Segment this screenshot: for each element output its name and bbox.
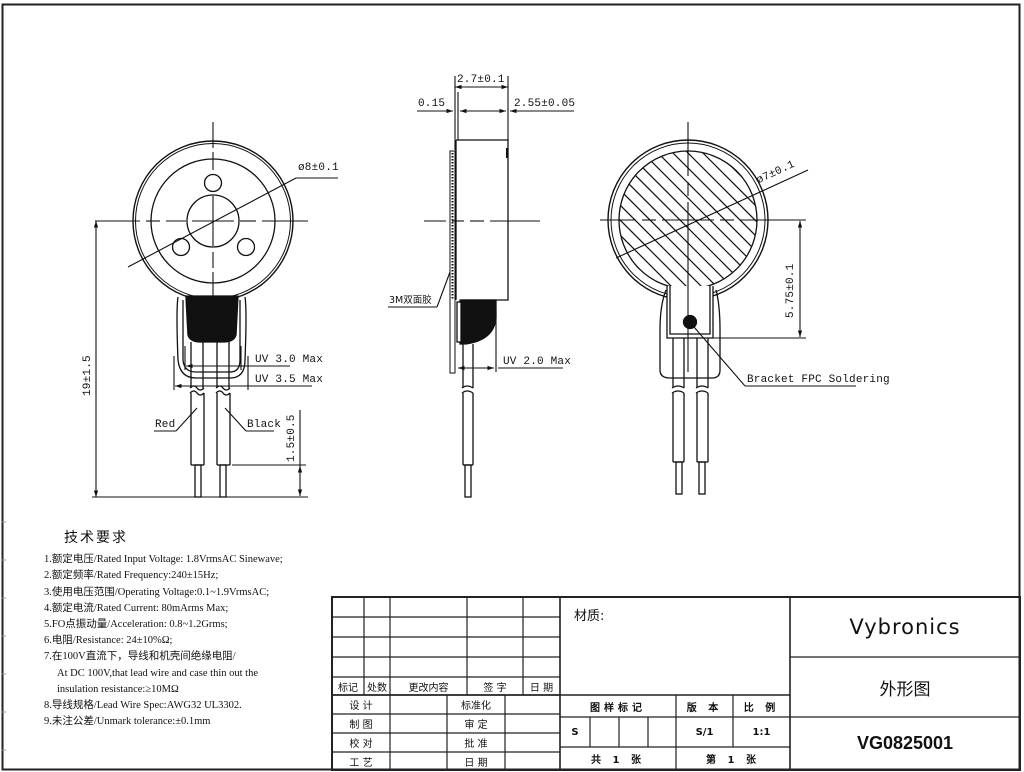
rev-header-mark: 标记 — [338, 682, 358, 694]
sign-label-date: 日 期 — [464, 757, 488, 769]
rev-header-count: 处数 — [367, 682, 387, 694]
sign-label-standardization: 标准化 — [461, 701, 491, 712]
uv-outer-label: UV 3.5 Max — [255, 374, 324, 386]
sign-label-process: 工 艺 — [349, 757, 373, 769]
front-diameter-label: ø8±0.1 — [298, 162, 339, 174]
wire-black-label: Black — [247, 419, 282, 431]
total-sheets: 共 1 张 — [591, 755, 645, 766]
total-thickness-label: 2.7±0.1 — [457, 74, 505, 86]
note-item: 1.额定电压/Rated Input Voltage: 1.8VrmsAC Si… — [44, 554, 283, 566]
part-number: VG0825001 — [856, 733, 954, 753]
drawing-mark-value: S — [571, 726, 579, 738]
rev-header-date: 日 期 — [529, 682, 554, 694]
scale-value: 1:1 — [752, 726, 771, 738]
scale-header: 比 例 — [743, 702, 780, 714]
drawing-mark-header: 图样标记 — [590, 702, 646, 714]
note-item: 5.FO点振动量/Acceleration: 0.8~1.2Grms; — [44, 619, 228, 631]
sign-label-approval: 批 准 — [464, 739, 488, 750]
wire-red-label: Red — [155, 419, 176, 431]
solder-label: Bracket FPC Soldering — [747, 374, 890, 386]
note-item: 6.电阻/Resistance: 24±10%Ω; — [44, 635, 173, 647]
sign-label-design: 设 计 — [349, 701, 373, 712]
uv-side-label: UV 2.0 Max — [503, 356, 572, 368]
offset-label: 5.75±0.1 — [785, 263, 797, 318]
note-item: 8.导线规格/Lead Wire Spec:AWG32 UL3302. — [44, 700, 242, 712]
note-item: 7.在100V直流下，导线和机壳间绝缘电阻/ — [44, 651, 236, 663]
sign-label-review: 审 定 — [464, 720, 488, 731]
title-block-grid — [331, 596, 1021, 771]
note-item: At DC 100V,that lead wire and case thin … — [57, 667, 259, 679]
tape-thickness-label: 0.15 — [418, 98, 446, 110]
note-item: 2.额定频率/Rated Frequency:240±15Hz; — [44, 570, 219, 582]
side-view — [449, 139, 509, 498]
strip-length-label: 1.5±0.5 — [286, 414, 298, 462]
note-item: insulation resistance:≥10MΩ — [57, 683, 179, 695]
rev-header-signature: 签 字 — [483, 682, 507, 694]
back-view — [607, 139, 769, 495]
notes-title: 技术要求 — [64, 530, 128, 546]
note-item: 4.额定电流/Rated Current: 80mArms Max; — [44, 602, 229, 614]
version-value: S/1 — [695, 726, 714, 738]
technical-notes: 技术要求 1.额定电压/Rated Input Voltage: 1.8Vrms… — [44, 530, 283, 730]
note-item: 9.未注公差/Unmark tolerance:±0.1mm — [44, 716, 211, 728]
sign-label-drafting: 制 图 — [349, 720, 373, 731]
drawing-name: 外形图 — [879, 679, 931, 700]
body-thickness-label: 2.55±0.05 — [514, 98, 576, 110]
version-header: 版 本 — [686, 702, 723, 714]
company-logo: Vybronics — [849, 615, 961, 639]
overall-length-label: 19±1.5 — [82, 355, 94, 396]
material-label: 材质: — [574, 609, 605, 624]
sign-label-check: 校 对 — [349, 739, 373, 750]
note-item: 3.使用电压范围/Operating Voltage:0.1~1.9VrmsAC… — [44, 586, 270, 598]
sheet-number: 第 1 张 — [706, 755, 760, 766]
tape-label: 3M双面胶 — [389, 295, 432, 306]
uv-inner-label: UV 3.0 Max — [255, 354, 324, 366]
rev-header-content: 更改内容 — [408, 682, 449, 694]
